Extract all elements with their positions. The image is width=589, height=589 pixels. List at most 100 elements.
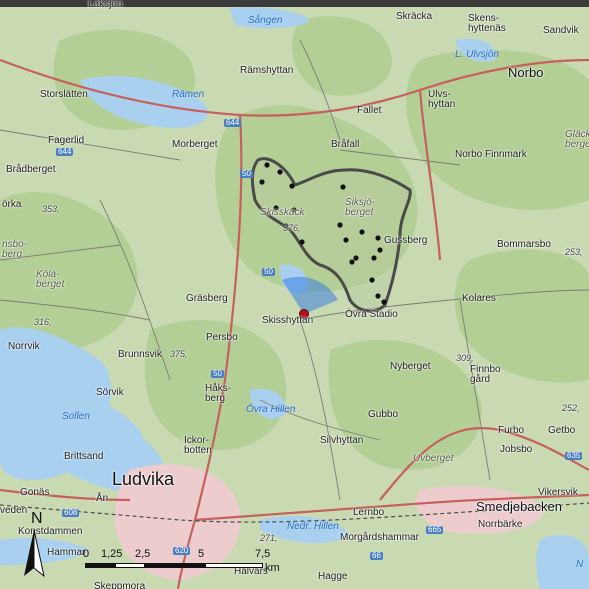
ludvika-urban	[114, 464, 241, 580]
place-label-ulvshyttan: Ulvs- hyttan	[428, 89, 456, 110]
scale-tick-4: 7,5	[255, 548, 271, 560]
place-label-siksjoberget: Siksjö- berget	[345, 197, 376, 218]
place-label-ludvika: Ludvika	[112, 469, 175, 489]
place-label-ramen: Rämen	[172, 89, 205, 100]
place-label-halvars: Halvars	[234, 566, 268, 577]
place-label-veden: veden	[0, 505, 28, 516]
place-label-sollen: Sollen	[62, 411, 90, 422]
turbine-marker	[359, 229, 365, 235]
turbine-marker	[289, 183, 295, 189]
place-label-sandvik: Sandvik	[543, 25, 579, 36]
road-number-badge: 644	[56, 147, 74, 156]
place-label-n-edge: N	[576, 559, 584, 570]
place-label-elev-353: 353,	[42, 204, 60, 214]
place-label-silvhyttan: Silvhyttan	[320, 435, 364, 446]
scale-segment	[85, 563, 115, 568]
railway	[0, 502, 589, 523]
place-label-skisskack: Skisskäck	[260, 207, 305, 218]
lake-nedr-hillen	[260, 515, 350, 544]
place-label-elev-309: 309,	[456, 353, 474, 363]
place-label-morgardshammar: Morgårdshammar	[340, 532, 419, 543]
lake-ulvsjon	[455, 38, 496, 62]
turbine-marker	[343, 237, 349, 243]
place-label-getbo: Getbo	[548, 425, 576, 436]
place-label-norrbarke: Norrbärke	[478, 519, 523, 530]
place-label-morberget: Morberget	[172, 139, 218, 150]
place-label-ickorbotten: Ickor- botten	[184, 435, 212, 456]
place-label-bradberget: Brådberget	[6, 164, 56, 175]
place-label-ramshyttan: Rämshyttan	[240, 65, 294, 76]
scale-tick-0: 0	[83, 548, 90, 560]
place-label-norbo: Norbo	[508, 65, 544, 80]
turbine-markers	[259, 162, 387, 305]
place-label-brafall: Bråfall	[331, 139, 360, 150]
water-bodies	[0, 7, 589, 589]
place-label-grasberg: Gräsberg	[186, 293, 228, 304]
place-label-gonas: Gonäs	[20, 487, 50, 498]
scale-tick-1: 1,25	[101, 548, 123, 560]
top-bar	[0, 0, 589, 7]
place-label-elev-253: 253,	[565, 247, 583, 257]
place-label-an: Ån	[96, 493, 109, 504]
road-number-badge: 635	[565, 451, 583, 460]
place-label-nedr-hillen: Nedr. Hillen	[287, 521, 339, 532]
place-label-hammar: Hammar	[47, 547, 86, 558]
scale-tick-3: 5	[198, 548, 205, 560]
place-label-ovra-hillen: Övra Hillen	[246, 404, 296, 415]
place-label-bommarsbo: Bommarsbo	[497, 239, 551, 250]
place-label-jobsbo: Jobsbo	[500, 444, 533, 455]
scale-bar: 0 1,25 2,5 5 7,5 km	[83, 548, 325, 578]
scale-segment	[205, 563, 263, 568]
turbine-marker	[375, 293, 381, 299]
turbine-marker	[353, 255, 359, 261]
place-label-skisshyttan: Skisshyttan	[262, 315, 314, 326]
place-label-gubbo: Gubbo	[368, 409, 399, 420]
place-label-brittsand: Brittsand	[64, 451, 104, 462]
forest-areas	[0, 16, 589, 470]
place-label-sorvik: Sörvik	[96, 387, 124, 398]
place-label-persbo: Persbo	[206, 332, 238, 343]
lake-sw	[0, 538, 90, 565]
place-label-skeppmora: Skeppmora	[94, 581, 146, 589]
place-label-glackberget: Gläck berge	[565, 129, 589, 150]
turbine-marker	[377, 247, 383, 253]
scale-segment	[115, 563, 145, 568]
place-label-ovra-stadio: Övra Stadio	[345, 309, 398, 320]
place-label-gussberg: Gussberg	[384, 235, 428, 246]
place-label-kola: Köla- berget	[36, 269, 65, 290]
turbine-marker	[381, 299, 387, 305]
viewpoint-marker[interactable]	[299, 309, 309, 319]
place-label-elev-376: 376,	[283, 223, 301, 233]
lake-se	[536, 535, 589, 589]
wind-farm-boundary[interactable]	[250, 157, 412, 313]
scale-unit: km	[265, 562, 280, 574]
place-label-orka: örka	[2, 199, 22, 210]
place-label-fagerlid: Fagerlid	[48, 135, 85, 146]
turbine-marker	[299, 239, 305, 245]
place-label-elev-316: 316,	[34, 317, 52, 327]
turbine-marker	[273, 205, 279, 211]
turbine-marker	[291, 207, 297, 213]
lake-sangan	[230, 7, 310, 29]
place-label-konstdammen: Konstdammen	[18, 526, 83, 537]
turbine-marker	[264, 162, 270, 168]
road-number-badge: 608	[62, 508, 80, 517]
turbine-marker	[375, 235, 381, 241]
place-label-lernbo: Lernbo	[353, 507, 385, 518]
north-label: N	[31, 510, 43, 527]
minor-roads	[0, 39, 589, 501]
place-label-elev-271: 271,	[260, 533, 278, 543]
place-label-laksjon: Laksjön	[88, 0, 123, 10]
place-label-skracka: Skräcka	[396, 11, 433, 22]
place-label-smedjebacken: Smedjebacken	[476, 499, 562, 514]
road-number-badge: 644	[224, 118, 242, 127]
place-label-finnbo-gard: Finnbo gård	[470, 364, 501, 385]
road-number-badge: 665	[426, 525, 444, 534]
place-label-hagge: Hagge	[318, 571, 348, 582]
turbine-marker	[337, 222, 343, 228]
place-label-brunnsvik: Brunnsvik	[118, 349, 162, 360]
road-number-badge: 50	[211, 369, 224, 378]
viewshed-cone	[282, 276, 338, 314]
